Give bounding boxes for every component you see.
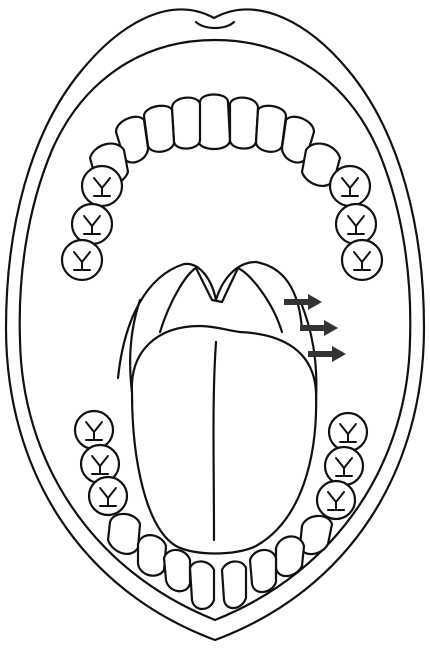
upper-molar [330,166,370,206]
upper-tooth [172,98,200,149]
lower-molar [89,477,127,515]
lower-dental-arch [75,411,367,609]
tongue-median-groove [214,342,217,540]
lower-tooth [190,561,214,609]
direction-arrows [284,294,346,362]
lower-tooth [250,550,276,592]
upper-molar [62,240,102,280]
lower-tooth [276,536,304,576]
lower-molar [317,481,355,519]
lower-molar [325,447,363,485]
upper-molar [82,166,122,206]
lower-tooth [222,561,246,608]
upper-lip-notch [196,22,234,28]
lower-tooth [138,535,166,576]
upper-tooth [230,98,258,149]
upper-molar [336,204,376,244]
upper-molar [72,204,112,244]
faucial-pillar-right [300,300,316,400]
lower-tooth [164,550,190,591]
upper-molar [342,240,382,280]
upper-tooth [198,95,230,150]
soft-palate-outline [118,262,302,378]
lower-molar [329,413,367,451]
uvula-outline [160,268,282,332]
tongue-outline [132,326,316,554]
arrow-icon [300,320,338,336]
lower-tooth [108,514,140,554]
upper-dental-arch [62,95,382,281]
lower-molar [75,411,113,449]
